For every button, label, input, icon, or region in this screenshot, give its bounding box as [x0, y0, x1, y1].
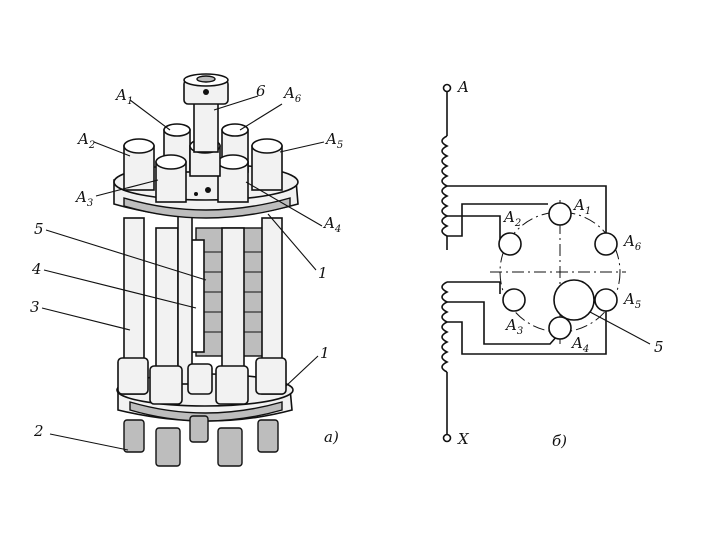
label-1-bottom: 1 [320, 344, 330, 362]
contact-a2 [498, 232, 522, 256]
schem-label-a4: A4 [570, 334, 589, 355]
terminal-a [442, 83, 452, 93]
left-leader-lines [41, 95, 325, 451]
contact-a3 [502, 288, 526, 312]
label-3: 3 [30, 298, 40, 316]
bottom-terminals [123, 415, 279, 467]
label-a3: A3 [74, 188, 93, 209]
contact-a5 [594, 288, 618, 312]
schem-label-a1: A1 [572, 196, 591, 217]
label-a2: A2 [76, 130, 95, 151]
contact-a6 [594, 232, 618, 256]
label-5: 5 [34, 220, 44, 238]
caption-b: б) [552, 432, 567, 450]
schem-label-5: 5 [654, 338, 664, 356]
switch-shaft [183, 73, 229, 153]
label-a6: A6 [282, 84, 302, 105]
label-a5: A5 [324, 130, 343, 151]
schem-label-a6: A6 [622, 232, 642, 253]
label-terminal-a: A [456, 78, 469, 96]
leader-5 [589, 311, 651, 345]
contact-a4 [548, 316, 572, 340]
transformer-winding [441, 92, 449, 434]
caption-a: а) [324, 428, 339, 446]
moving-contact-5 [553, 279, 595, 321]
schem-label-a3: A3 [504, 316, 523, 337]
schem-label-a2: A2 [502, 208, 521, 229]
label-a4: A4 [322, 214, 341, 235]
contacts [498, 202, 618, 340]
terminal-x [442, 433, 452, 443]
label-a1: A1 [114, 86, 133, 107]
contact-a1 [548, 202, 572, 226]
rod-collars [117, 357, 287, 405]
schem-label-a5: A5 [622, 290, 641, 311]
tap-switch-drawing: A1 A2 A3 A4 A5 A6 6 1 1 2 3 4 5 а) [30, 73, 343, 467]
tap-wires [447, 185, 607, 355]
label-4: 4 [31, 260, 42, 278]
label-terminal-x: X [457, 430, 470, 448]
label-2: 2 [33, 422, 44, 440]
label-1-top: 1 [318, 264, 328, 282]
label-shaft-6: 6 [256, 82, 266, 100]
switch-schematic: A X [441, 78, 664, 450]
vertical-rods [123, 213, 283, 401]
